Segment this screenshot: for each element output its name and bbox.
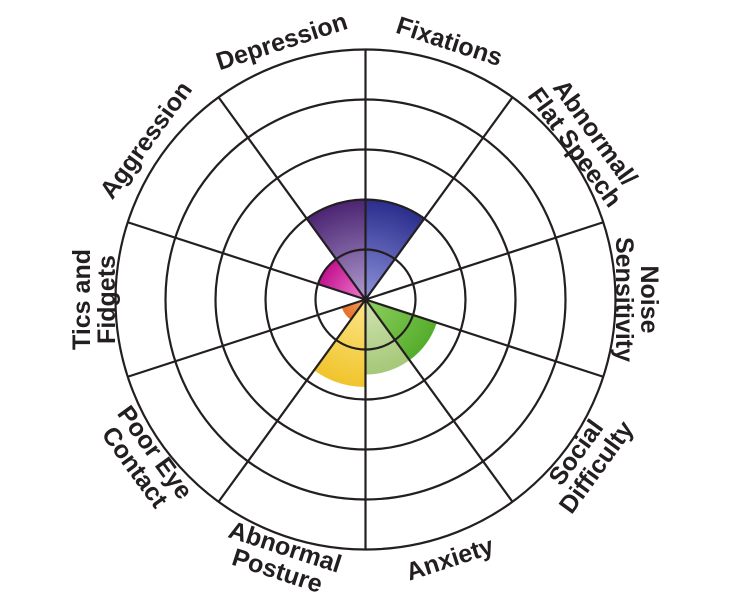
- category-label-line: Anxiety: [403, 532, 498, 587]
- category-label: AbnormalPosture: [217, 516, 344, 600]
- category-label: Anxiety: [403, 532, 498, 587]
- sectors: [306, 199, 437, 387]
- grid-spoke: [364, 298, 514, 503]
- sector-anxiety: [365, 299, 410, 375]
- grid-spoke: [217, 298, 367, 503]
- grid-spoke: [365, 221, 604, 301]
- grid: [114, 48, 617, 551]
- category-label-line: Aggression: [95, 76, 198, 204]
- category-label: Tics andFidgets: [68, 249, 121, 350]
- category-label: Aggression: [95, 76, 198, 204]
- grid-spoke: [365, 298, 604, 378]
- category-label-line: Sensitivity: [610, 237, 638, 362]
- category-label-line: Noise: [635, 265, 663, 333]
- sector-social-difficulty: [365, 299, 437, 361]
- grid-spoke: [127, 298, 366, 378]
- category-label: Depression: [213, 7, 351, 76]
- sector-depression: [306, 199, 366, 300]
- category-label-line: Tics and: [68, 249, 96, 350]
- grid-spoke: [364, 96, 514, 301]
- center-dot: [362, 296, 369, 303]
- category-label: Poor EyeContact: [91, 401, 198, 520]
- category-label: NoiseSensitivity: [610, 237, 663, 362]
- category-label-line: Depression: [213, 7, 351, 76]
- sector-poor-eye-contact: [341, 299, 366, 320]
- grid-spoke: [127, 221, 366, 301]
- category-label: SocialDifficulty: [533, 401, 639, 519]
- grid-spoke: [217, 96, 367, 301]
- sector-fixations: [365, 199, 425, 300]
- category-label-line: Fidgets: [93, 255, 121, 344]
- category-label: Abnormal/Flat Speech: [522, 68, 647, 213]
- sector-aggression: [317, 259, 366, 300]
